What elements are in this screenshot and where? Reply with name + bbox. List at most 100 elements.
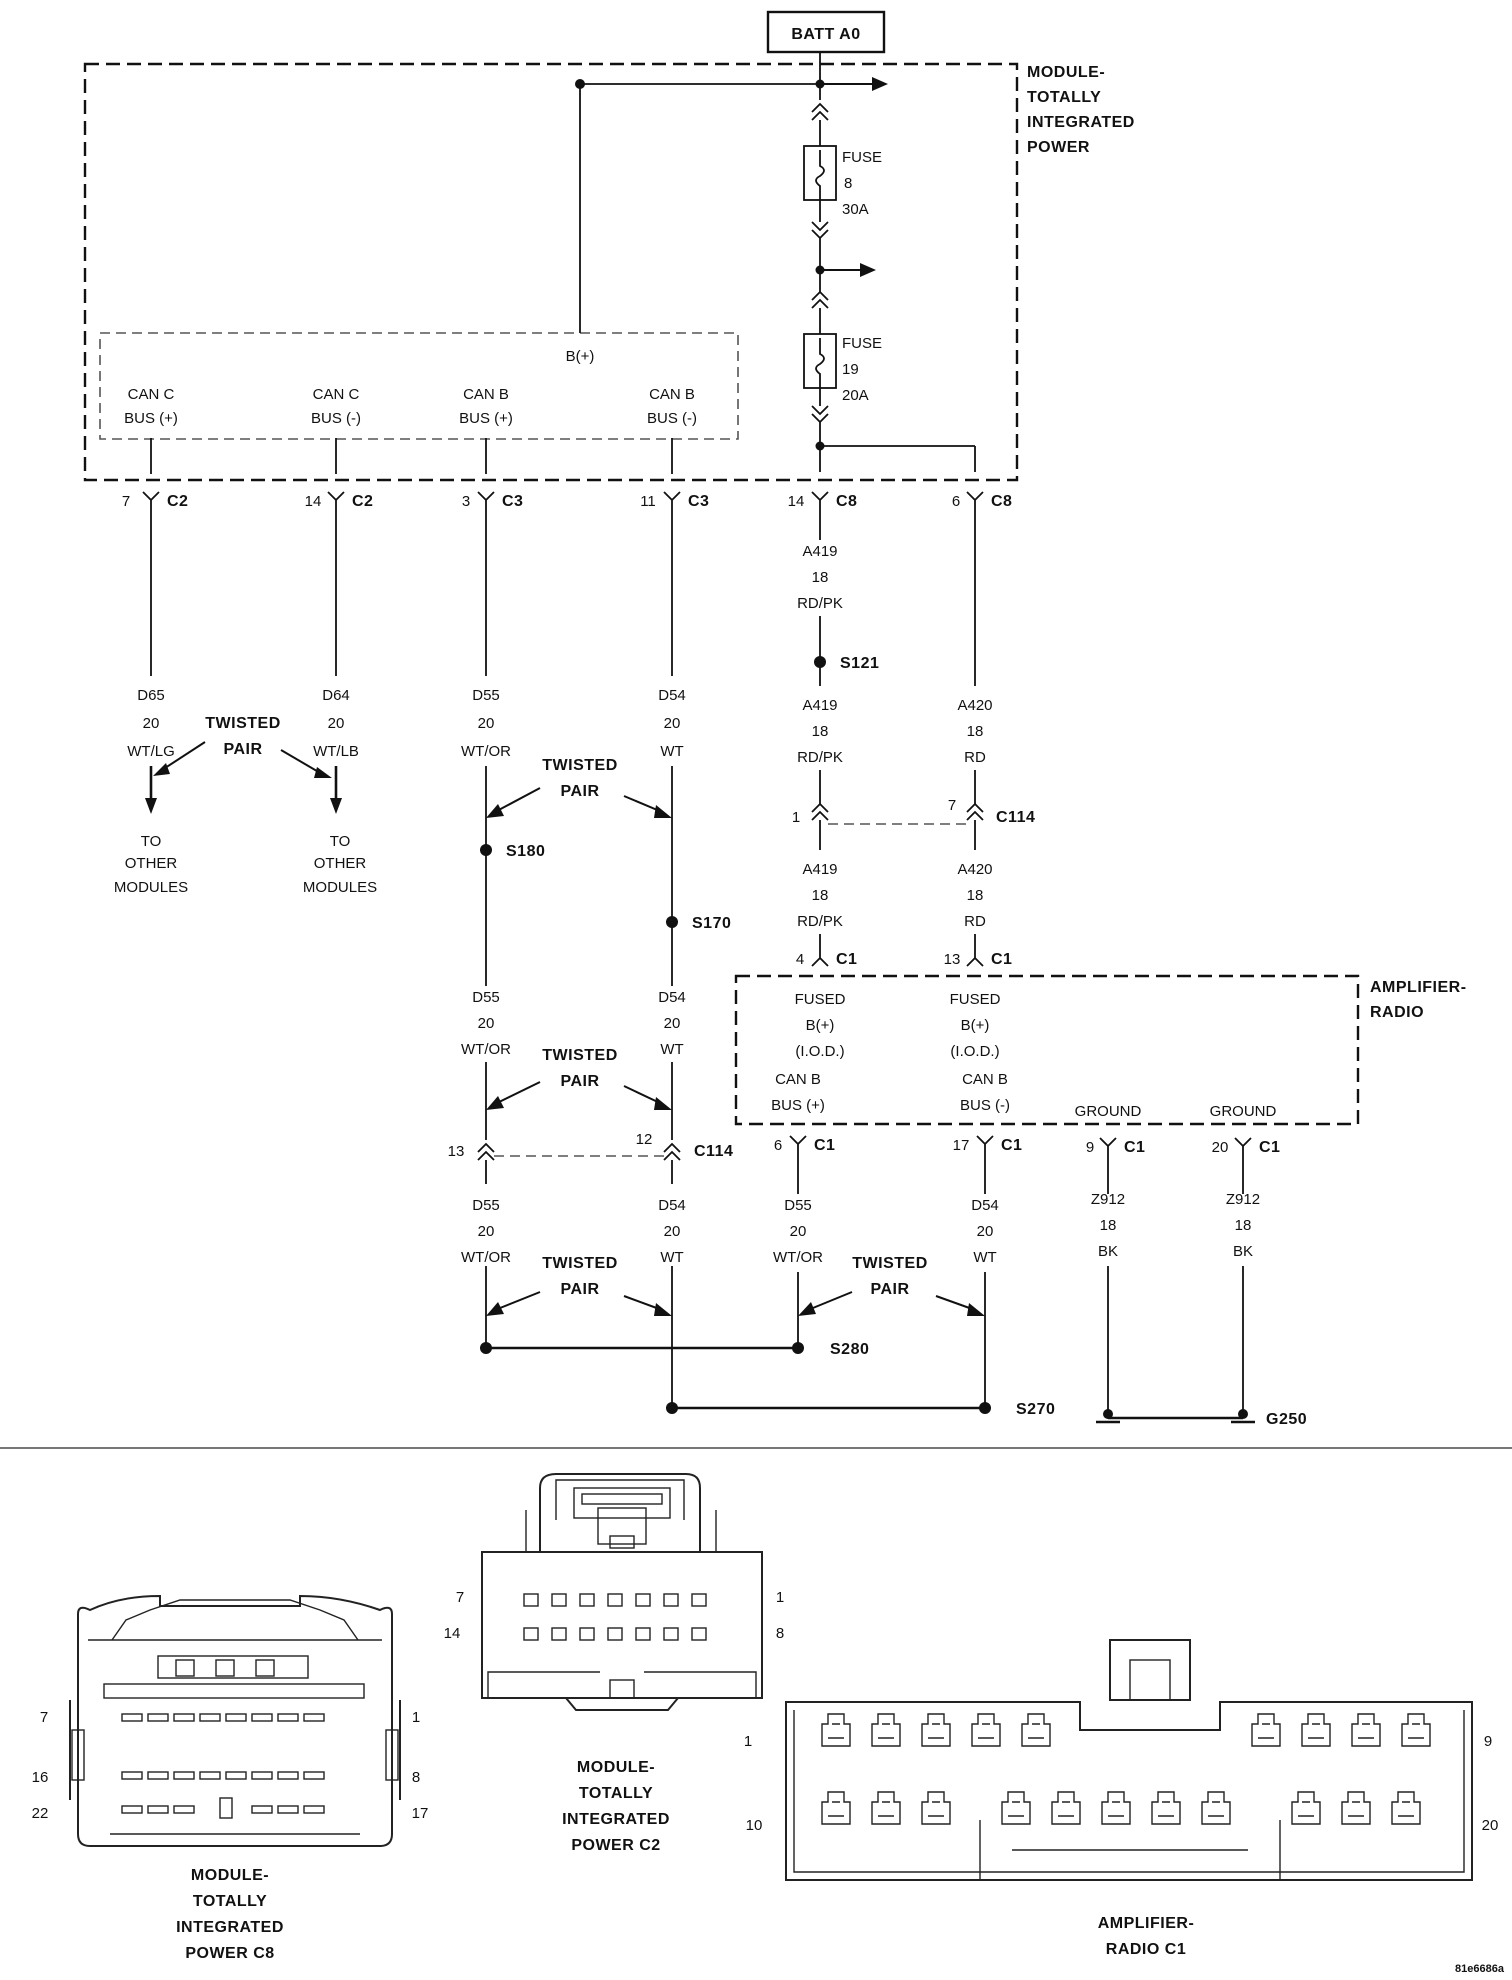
amp-ground-1: GROUND bbox=[1075, 1103, 1142, 1120]
pin-c2-14: 14 C2 bbox=[305, 491, 373, 512]
connector-c1-title: AMPLIFIER- RADIO C1 bbox=[1098, 1915, 1195, 1958]
c1-cavity bbox=[1401, 1713, 1431, 1747]
svg-text:C3: C3 bbox=[502, 493, 523, 510]
svg-text:BUS (-): BUS (-) bbox=[647, 410, 697, 427]
c1-cavity bbox=[1391, 1791, 1421, 1825]
can-b-minus-label: CAN B BUS (-) bbox=[647, 386, 697, 427]
svg-text:INTEGRATED: INTEGRATED bbox=[176, 1919, 284, 1936]
svg-text:WT: WT bbox=[973, 1249, 996, 1266]
svg-text:(I.O.D.): (I.O.D.) bbox=[795, 1043, 844, 1060]
svg-text:C114: C114 bbox=[996, 809, 1035, 826]
svg-text:C1: C1 bbox=[836, 951, 857, 968]
wire-d55-label-d: D55 20 WT/OR bbox=[773, 1197, 823, 1266]
wire-d64-label: D64 20 WT/LB bbox=[313, 687, 359, 760]
c114-pin-7 bbox=[966, 802, 984, 821]
svg-text:C8: C8 bbox=[836, 493, 857, 510]
svg-text:C2: C2 bbox=[352, 493, 373, 510]
svg-text:20: 20 bbox=[328, 715, 345, 732]
svg-text:14: 14 bbox=[305, 493, 322, 510]
svg-text:D54: D54 bbox=[658, 989, 686, 1006]
svg-text:BUS (+): BUS (+) bbox=[771, 1097, 825, 1114]
svg-text:PAIR: PAIR bbox=[560, 1073, 599, 1090]
svg-text:WT: WT bbox=[660, 743, 683, 760]
amp-canb-plus: CAN B BUS (+) bbox=[771, 1071, 825, 1114]
twisted-pair-label-4: TWISTED PAIR bbox=[542, 1255, 617, 1298]
svg-text:C2: C2 bbox=[167, 493, 188, 510]
s170-dot bbox=[666, 916, 678, 928]
amp-canb-minus: CAN B BUS (-) bbox=[960, 1071, 1010, 1114]
svg-text:11: 11 bbox=[640, 493, 656, 510]
svg-text:20: 20 bbox=[1212, 1139, 1229, 1156]
svg-text:FUSE: FUSE bbox=[842, 149, 882, 166]
svg-text:RD/PK: RD/PK bbox=[797, 913, 843, 930]
wire-a419-label-c: A419 18 RD/PK bbox=[797, 861, 843, 930]
svg-text:A420: A420 bbox=[957, 861, 992, 878]
connector-c8-drawing bbox=[69, 1594, 401, 1847]
wire-d55-label-c: D55 20 WT/OR bbox=[460, 1184, 512, 1266]
svg-text:Z912: Z912 bbox=[1226, 1191, 1260, 1208]
tipm-outline bbox=[83, 62, 1019, 482]
svg-text:18: 18 bbox=[967, 887, 984, 904]
svg-text:WT/LG: WT/LG bbox=[127, 743, 175, 760]
connector-c1-cavities bbox=[821, 1713, 1431, 1825]
svg-text:20: 20 bbox=[478, 715, 495, 732]
svg-text:PAIR: PAIR bbox=[560, 783, 599, 800]
svg-text:30A: 30A bbox=[842, 201, 869, 218]
svg-text:TWISTED: TWISTED bbox=[205, 715, 281, 732]
svg-text:D64: D64 bbox=[322, 687, 350, 704]
svg-text:C1: C1 bbox=[814, 1137, 835, 1154]
svg-text:TWISTED: TWISTED bbox=[542, 1047, 618, 1064]
svg-text:MODULE-: MODULE- bbox=[191, 1867, 269, 1884]
svg-text:BUS (-): BUS (-) bbox=[960, 1097, 1010, 1114]
svg-text:D55: D55 bbox=[784, 1197, 812, 1214]
svg-text:9: 9 bbox=[1484, 1733, 1492, 1750]
svg-text:PAIR: PAIR bbox=[223, 741, 262, 758]
svg-text:FUSE: FUSE bbox=[842, 335, 882, 352]
wire-d55-label-b: D55 20 WT/OR bbox=[460, 986, 512, 1062]
bplus-label: B(+) bbox=[566, 348, 595, 365]
svg-text:OTHER: OTHER bbox=[125, 855, 178, 872]
pin-c1-17: 17 C1 bbox=[953, 1135, 1022, 1156]
svg-text:7: 7 bbox=[948, 797, 956, 814]
wire-a419-label-a: A419 18 RD/PK bbox=[797, 543, 843, 612]
svg-text:RD: RD bbox=[964, 913, 986, 930]
svg-text:WT: WT bbox=[660, 1249, 683, 1266]
c1-cavity bbox=[1021, 1713, 1051, 1747]
svg-text:1: 1 bbox=[744, 1733, 752, 1750]
svg-text:1: 1 bbox=[412, 1709, 420, 1726]
svg-text:RADIO: RADIO bbox=[1370, 1004, 1424, 1021]
s170-label: S170 bbox=[692, 915, 731, 932]
wire-a419-label-b: A419 18 RD/PK bbox=[797, 697, 843, 766]
svg-text:14: 14 bbox=[788, 493, 805, 510]
svg-text:WT/OR: WT/OR bbox=[461, 1041, 511, 1058]
pin-c1-20: 20 C1 bbox=[1212, 1137, 1280, 1158]
svg-text:8: 8 bbox=[844, 175, 852, 192]
svg-text:BUS (+): BUS (+) bbox=[124, 410, 178, 427]
svg-text:MODULES: MODULES bbox=[303, 879, 377, 896]
svg-text:18: 18 bbox=[812, 723, 829, 740]
twisted-pair-label-2: TWISTED PAIR bbox=[542, 757, 617, 800]
pin-c8-6: 6 C8 bbox=[952, 491, 1012, 512]
svg-text:AMPLIFIER-: AMPLIFIER- bbox=[1098, 1915, 1195, 1932]
svg-text:8: 8 bbox=[776, 1625, 784, 1642]
svg-text:7: 7 bbox=[40, 1709, 48, 1726]
pin-c1-6: 6 C1 bbox=[774, 1135, 835, 1156]
c1-cavity bbox=[1001, 1791, 1031, 1825]
pin-c3-11: 11 C3 bbox=[640, 491, 709, 512]
c1-cavity bbox=[821, 1713, 851, 1747]
inline-connector-a bbox=[811, 102, 829, 121]
svg-text:RD/PK: RD/PK bbox=[797, 749, 843, 766]
svg-text:B(+): B(+) bbox=[961, 1017, 990, 1034]
wire-a420-label-c: A420 18 RD bbox=[957, 861, 992, 930]
svg-text:20: 20 bbox=[478, 1223, 495, 1240]
svg-text:13: 13 bbox=[944, 951, 961, 968]
svg-text:D55: D55 bbox=[472, 687, 500, 704]
fuse-19-element bbox=[815, 338, 825, 388]
svg-text:18: 18 bbox=[812, 569, 829, 586]
out-arrow-1 bbox=[872, 77, 888, 91]
svg-text:4: 4 bbox=[796, 951, 804, 968]
svg-text:CAN B: CAN B bbox=[775, 1071, 821, 1088]
c1-cavity bbox=[1201, 1791, 1231, 1825]
inline-connector-c bbox=[811, 290, 829, 309]
wire-d54-label-c: D54 20 WT bbox=[650, 1184, 694, 1266]
